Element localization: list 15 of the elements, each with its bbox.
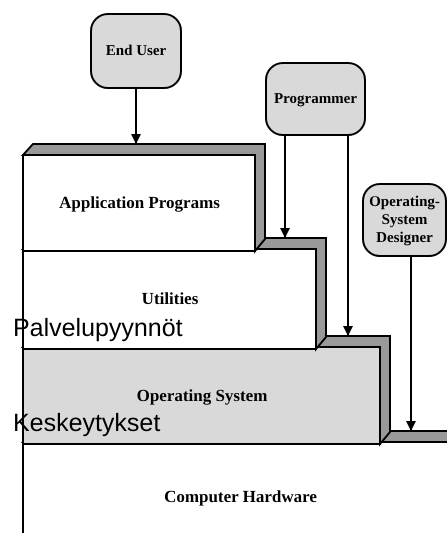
actor-box bbox=[90, 13, 182, 89]
arrow bbox=[343, 136, 353, 336]
block-label: End User bbox=[106, 42, 166, 60]
block-label: Computer Hardware bbox=[164, 487, 317, 507]
actor-box bbox=[265, 62, 366, 136]
block-label: Utilities bbox=[142, 289, 198, 309]
block-label: Operating-System Designer bbox=[368, 193, 441, 247]
arrow bbox=[280, 136, 290, 238]
block-label: Programmer bbox=[274, 90, 357, 108]
layer-block bbox=[22, 143, 267, 251]
actor-box bbox=[362, 183, 447, 257]
arrow bbox=[131, 89, 141, 144]
block-label: Operating System bbox=[136, 386, 268, 406]
block-label: Application Programs bbox=[59, 193, 220, 213]
arrow bbox=[406, 257, 416, 431]
